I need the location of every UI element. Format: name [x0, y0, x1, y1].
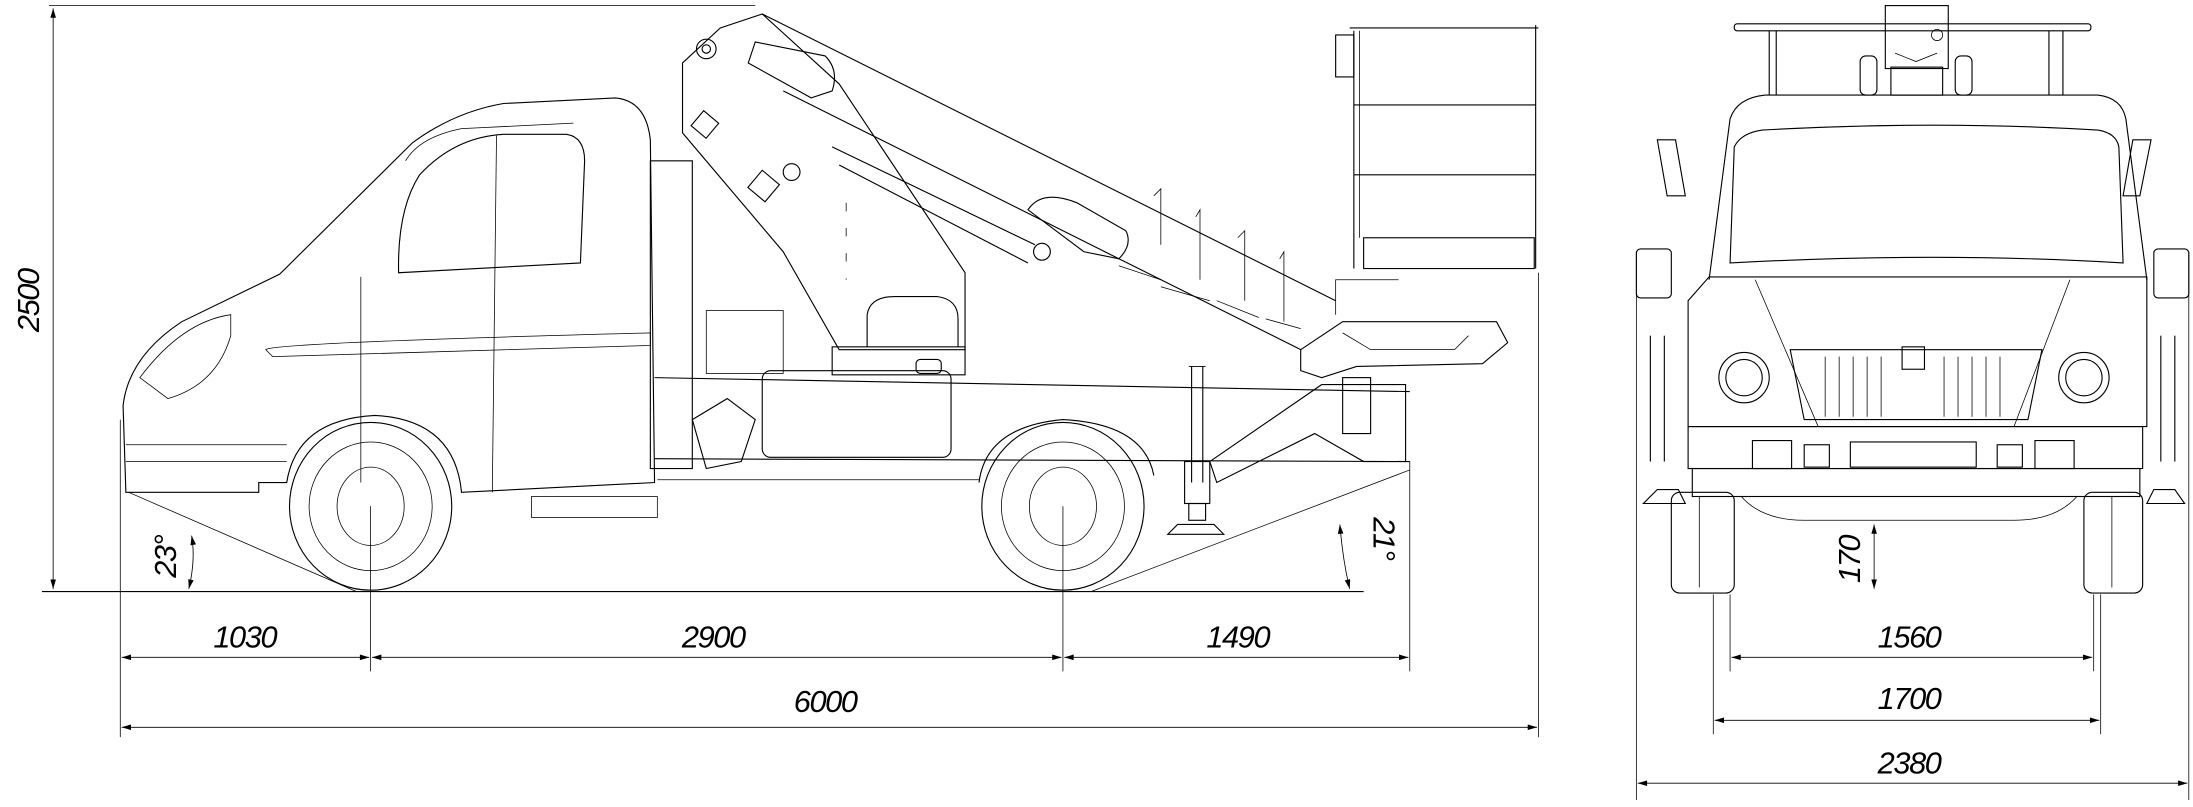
- front-basket: [1733, 5, 2092, 96]
- headlight-left: [1718, 351, 1770, 404]
- width-label: 2380: [1877, 745, 1942, 780]
- wheelbase-label: 2900: [681, 620, 746, 655]
- front-wheels: [1670, 491, 2144, 594]
- departure-angle-label: 21°: [1366, 516, 1401, 560]
- rear-wheel: [978, 419, 1155, 591]
- chassis: [649, 160, 1410, 481]
- basket: [1335, 25, 1539, 270]
- stabilizer-column: [649, 160, 693, 470]
- front-wheel: [288, 421, 453, 591]
- inner-track-label: 1560: [1878, 620, 1942, 655]
- grille: [1789, 349, 2043, 421]
- rear-overhang-label: 1490: [1206, 620, 1270, 655]
- approach-angle-arc: [188, 535, 196, 589]
- cab: [122, 97, 658, 518]
- side-view: 2500 1030 2900 1490 6000 23° 21°: [11, 5, 1539, 738]
- track-label: 1700: [1878, 681, 1942, 716]
- approach-angle-line: [128, 491, 357, 592]
- departure-angle-line: [1090, 469, 1410, 592]
- departure-angle-arc: [1337, 524, 1351, 589]
- front-overhang-label: 1030: [213, 620, 277, 655]
- fuel-tank: [761, 370, 952, 458]
- lower-boom: [681, 13, 966, 351]
- height-label: 2500: [11, 268, 46, 333]
- boom: [681, 13, 1509, 379]
- approach-angle-label: 23°: [148, 534, 183, 578]
- front-view: 1560 1700 2380 170: [1635, 5, 2190, 801]
- outrigger-pad: [1166, 523, 1226, 535]
- front-body: [1687, 94, 2148, 521]
- length-label: 6000: [794, 684, 858, 719]
- mirrors-and-outriggers: [1635, 139, 2190, 505]
- clearance-label: 170: [1832, 535, 1867, 583]
- headlight-right: [2058, 351, 2110, 404]
- outrigger: [1166, 366, 1407, 535]
